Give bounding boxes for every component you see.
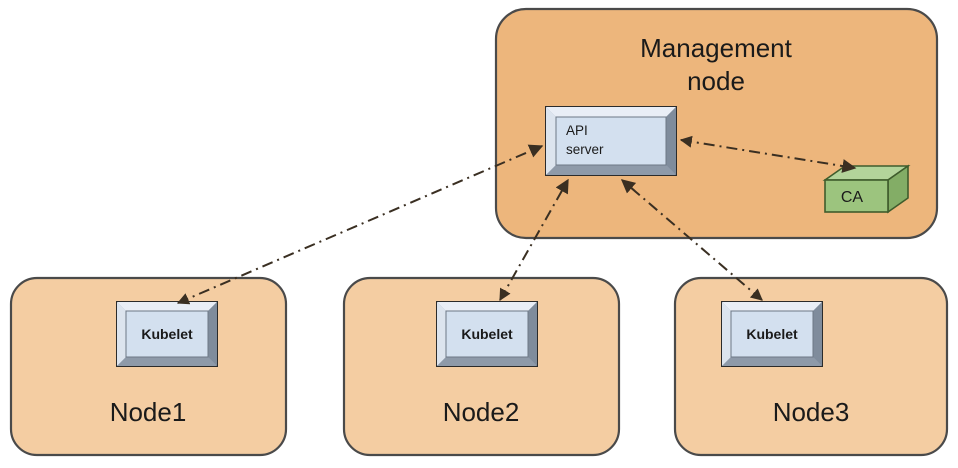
worker-node-3-group[interactable]: Kubelet Node3 — [673, 276, 949, 457]
api-server-bevel-bottom — [546, 165, 676, 175]
kubelet-box-node2[interactable]: Kubelet — [436, 301, 538, 367]
kubelet-bevel-bottom-node2 — [437, 357, 537, 366]
kubelet-label-node2: Kubelet — [461, 326, 513, 342]
kubelet-label-node3: Kubelet — [746, 326, 798, 342]
kubelet-bevel-left-node2 — [437, 302, 446, 366]
kubelet-bevel-top-node1 — [117, 302, 217, 311]
ca-box[interactable]: CA — [822, 164, 911, 214]
ca-box-front-face — [824, 179, 889, 213]
kubelet-bevel-bottom-node1 — [117, 357, 217, 366]
connector-api-server-ca[interactable] — [679, 135, 857, 173]
api-server-bevel-right — [666, 107, 676, 175]
kubelet-bevel-left-node3 — [722, 302, 731, 366]
kubelet-bevel-left-node1 — [117, 302, 126, 366]
ca-label: CA — [841, 189, 864, 206]
api-server-label-line2: server — [566, 142, 604, 157]
kubelet-bevel-right-node1 — [208, 302, 217, 366]
kubelet-box-node3[interactable]: Kubelet — [721, 301, 823, 367]
worker-node-2-group[interactable]: Kubelet Node2 — [342, 276, 621, 457]
kubelet-bevel-top-node3 — [722, 302, 822, 311]
kubelet-inner-face-node1 — [125, 310, 209, 358]
api-server-box[interactable]: API server — [545, 106, 677, 176]
kubelet-bevel-bottom-node3 — [722, 357, 822, 366]
kubelet-inner-face-node3 — [730, 310, 814, 358]
kubelet-label-node1: Kubelet — [141, 326, 193, 342]
kubelet-box-node1[interactable]: Kubelet — [116, 301, 218, 367]
worker-node-1-title: Node1 — [110, 397, 187, 427]
management-node-title-line1: Management — [640, 33, 793, 63]
api-server-bevel-top — [546, 107, 676, 117]
worker-node-1-group[interactable]: Kubelet Node1 — [9, 276, 288, 457]
management-node-title-line2: node — [687, 66, 745, 96]
api-server-label-line1: API — [566, 123, 588, 138]
worker-node-3-title: Node3 — [773, 397, 850, 427]
connector-node1-api-server[interactable] — [176, 144, 544, 305]
kubelet-bevel-right-node2 — [528, 302, 537, 366]
api-server-inner-face — [555, 116, 667, 166]
connector-node3-api-server[interactable] — [620, 179, 763, 301]
management-node-group[interactable]: Management node API server — [494, 7, 939, 240]
api-server-bevel-left — [546, 107, 556, 175]
kubelet-inner-face-node2 — [445, 310, 529, 358]
connectors-group — [176, 135, 857, 305]
kubelet-bevel-right-node3 — [813, 302, 822, 366]
worker-node-2-title: Node2 — [443, 397, 520, 427]
kubelet-bevel-top-node2 — [437, 302, 537, 311]
